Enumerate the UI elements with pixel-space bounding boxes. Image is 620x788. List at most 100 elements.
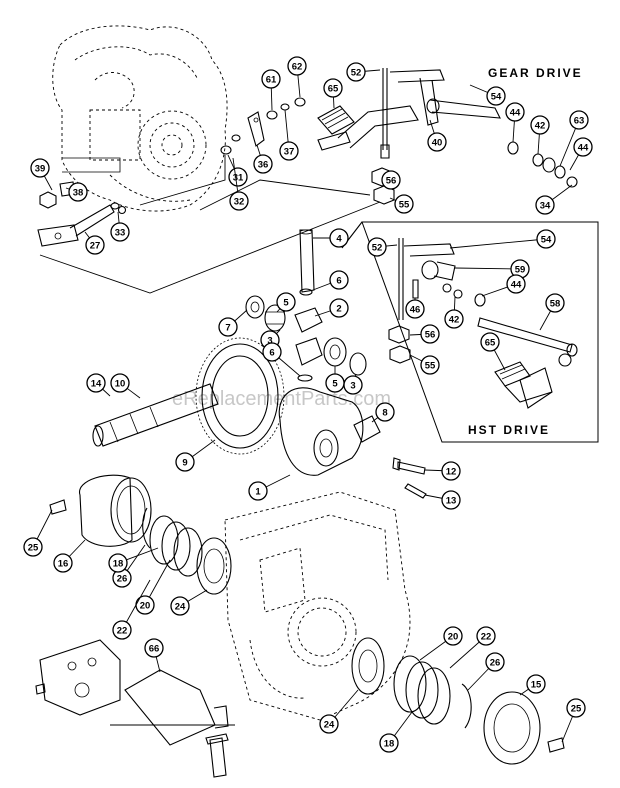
callout-number: 7 xyxy=(225,323,230,334)
callout-number: 46 xyxy=(410,305,421,316)
callout-number: 59 xyxy=(515,265,526,276)
callout-circle xyxy=(248,481,268,501)
callout-circle xyxy=(545,293,565,313)
callout-9: 9 xyxy=(175,439,216,472)
callout-circle xyxy=(329,228,349,248)
callout-number: 18 xyxy=(384,739,395,750)
callout-circle xyxy=(175,452,195,472)
shift-arm-parts xyxy=(220,97,306,155)
callout-66: 66 xyxy=(144,638,164,673)
callout-number: 20 xyxy=(448,632,459,643)
callout-number: 65 xyxy=(328,84,339,95)
callout-number: 9 xyxy=(182,458,187,469)
callout-circle xyxy=(86,373,106,393)
callout-number: 39 xyxy=(35,164,46,175)
callout-number: 22 xyxy=(481,632,492,643)
callout-leader xyxy=(449,238,547,249)
callout-25: 25 xyxy=(23,509,53,557)
callout-number: 34 xyxy=(540,201,551,212)
callout-36: 36 xyxy=(253,144,273,174)
callout-number: 2 xyxy=(336,304,341,315)
callout-38: 38 xyxy=(65,182,88,202)
callout-46: 46 xyxy=(405,298,425,319)
callout-number: 40 xyxy=(432,138,443,149)
callout-circle xyxy=(23,537,43,557)
callout-number: 65 xyxy=(485,338,496,349)
callout-number: 16 xyxy=(58,559,69,570)
callout-number: 36 xyxy=(258,160,269,171)
callout-circle xyxy=(170,596,190,616)
callout-number: 56 xyxy=(425,330,436,341)
callout-number: 3 xyxy=(267,336,272,347)
callout-number: 55 xyxy=(399,200,410,211)
callout-number: 5 xyxy=(283,298,289,309)
callout-40: 40 xyxy=(427,119,447,152)
callout-circle xyxy=(262,342,282,362)
rear-axle-housing xyxy=(224,491,411,721)
callout-number: 61 xyxy=(266,75,277,86)
callout-circle xyxy=(420,355,440,375)
callout-circle xyxy=(112,620,132,640)
callout-circle xyxy=(108,553,128,573)
callout-37: 37 xyxy=(279,109,299,161)
callout-13: 13 xyxy=(424,490,461,510)
callout-number: 1 xyxy=(255,487,261,498)
callout-number: 56 xyxy=(386,176,397,187)
callout-number: 18 xyxy=(113,559,124,570)
shift-rod-52-gear-drive xyxy=(371,68,501,205)
callout-number: 25 xyxy=(571,704,582,715)
callout-number: 13 xyxy=(446,496,457,507)
callout-number: 24 xyxy=(175,602,186,613)
callout-22: 22 xyxy=(449,626,496,669)
callout-circle xyxy=(276,292,296,312)
callout-5: 5 xyxy=(325,366,345,393)
callout-circle xyxy=(110,373,130,393)
callout-circle xyxy=(367,237,387,257)
callout-number: 42 xyxy=(535,121,546,132)
callout-55: 55 xyxy=(409,354,440,375)
callout-24: 24 xyxy=(319,689,359,734)
callout-number: 12 xyxy=(446,467,457,478)
callout-31: 31 xyxy=(227,154,248,187)
callout-circle xyxy=(287,56,307,76)
callout-number: 27 xyxy=(90,241,101,252)
callout-number: 8 xyxy=(382,408,387,419)
callout-6: 6 xyxy=(262,342,301,377)
callout-circle xyxy=(530,115,550,135)
section-title-hst-drive: HST DRIVE xyxy=(468,423,550,437)
callout-number: 10 xyxy=(115,379,126,390)
callout-circle xyxy=(329,270,349,290)
right-bearing-assembly xyxy=(351,637,565,765)
pump-and-bracket xyxy=(35,639,235,778)
callout-61: 61 xyxy=(261,69,281,111)
callout-44: 44 xyxy=(569,137,593,171)
callout-44: 44 xyxy=(505,102,525,143)
callout-18: 18 xyxy=(379,711,413,753)
callout-34: 34 xyxy=(535,184,573,215)
callout-circle xyxy=(505,102,525,122)
callout-number: 66 xyxy=(149,644,160,655)
callout-number: 54 xyxy=(541,235,552,246)
callout-circle xyxy=(569,110,589,130)
assembly-leader-lines xyxy=(39,155,381,294)
callout-number: 6 xyxy=(336,276,341,287)
callout-42: 42 xyxy=(530,115,550,155)
callout-7: 7 xyxy=(218,309,248,337)
callout-number: 42 xyxy=(449,315,460,326)
callout-number: 24 xyxy=(324,720,335,731)
callout-number: 55 xyxy=(425,361,436,372)
hst-parts xyxy=(388,238,578,409)
callout-15: 15 xyxy=(519,674,546,696)
callout-leader xyxy=(454,267,521,270)
callout-circle xyxy=(144,638,164,658)
callout-8: 8 xyxy=(371,402,395,423)
callout-circle xyxy=(218,317,238,337)
callout-number: 62 xyxy=(292,62,303,73)
callout-number: 38 xyxy=(73,188,84,199)
section-title-gear-drive: GEAR DRIVE xyxy=(488,66,583,80)
callout-number: 20 xyxy=(140,601,151,612)
callout-56: 56 xyxy=(409,324,440,344)
callout-circle xyxy=(379,733,399,753)
callout-39: 39 xyxy=(30,158,53,191)
callout-circle xyxy=(476,626,496,646)
